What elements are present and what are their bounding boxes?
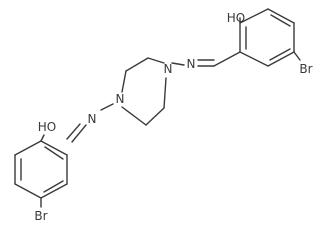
bond bbox=[121, 70, 127, 93]
bonds bbox=[14, 8, 301, 208]
hydroxyl-label-bottom: HO bbox=[38, 120, 56, 134]
bond bbox=[100, 103, 114, 111]
bond bbox=[163, 77, 167, 109]
piperazine-nitrogen-label-bottom: N bbox=[116, 92, 125, 106]
bond bbox=[71, 124, 87, 143]
bond bbox=[267, 51, 295, 67]
atom-labels: HO Br N N N N HO Br bbox=[34, 11, 312, 223]
bond bbox=[270, 14, 291, 27]
bromine-label-bottom: Br bbox=[34, 209, 47, 223]
bond bbox=[293, 51, 301, 61]
bond bbox=[125, 57, 149, 72]
imine-nitrogen-label-top: N bbox=[187, 57, 196, 71]
bond bbox=[66, 123, 81, 140]
bond bbox=[44, 146, 64, 160]
bond bbox=[14, 140, 42, 156]
bond bbox=[239, 51, 269, 67]
bond bbox=[40, 134, 45, 142]
bond bbox=[239, 8, 269, 24]
bond bbox=[171, 62, 185, 66]
bond bbox=[121, 106, 147, 126]
bond bbox=[40, 183, 68, 199]
hydroxyl-label-top: HO bbox=[227, 11, 245, 25]
bond bbox=[40, 140, 68, 156]
bromine-label-top: Br bbox=[299, 62, 312, 76]
bond bbox=[147, 57, 165, 64]
bond bbox=[269, 48, 291, 61]
bond bbox=[145, 107, 165, 126]
imine-nitrogen-label-bottom: N bbox=[88, 112, 97, 126]
bond bbox=[213, 51, 241, 67]
bond bbox=[43, 180, 64, 193]
piperazine-nitrogen-label-top: N bbox=[164, 62, 173, 76]
bond bbox=[14, 183, 42, 199]
bond bbox=[267, 8, 295, 24]
